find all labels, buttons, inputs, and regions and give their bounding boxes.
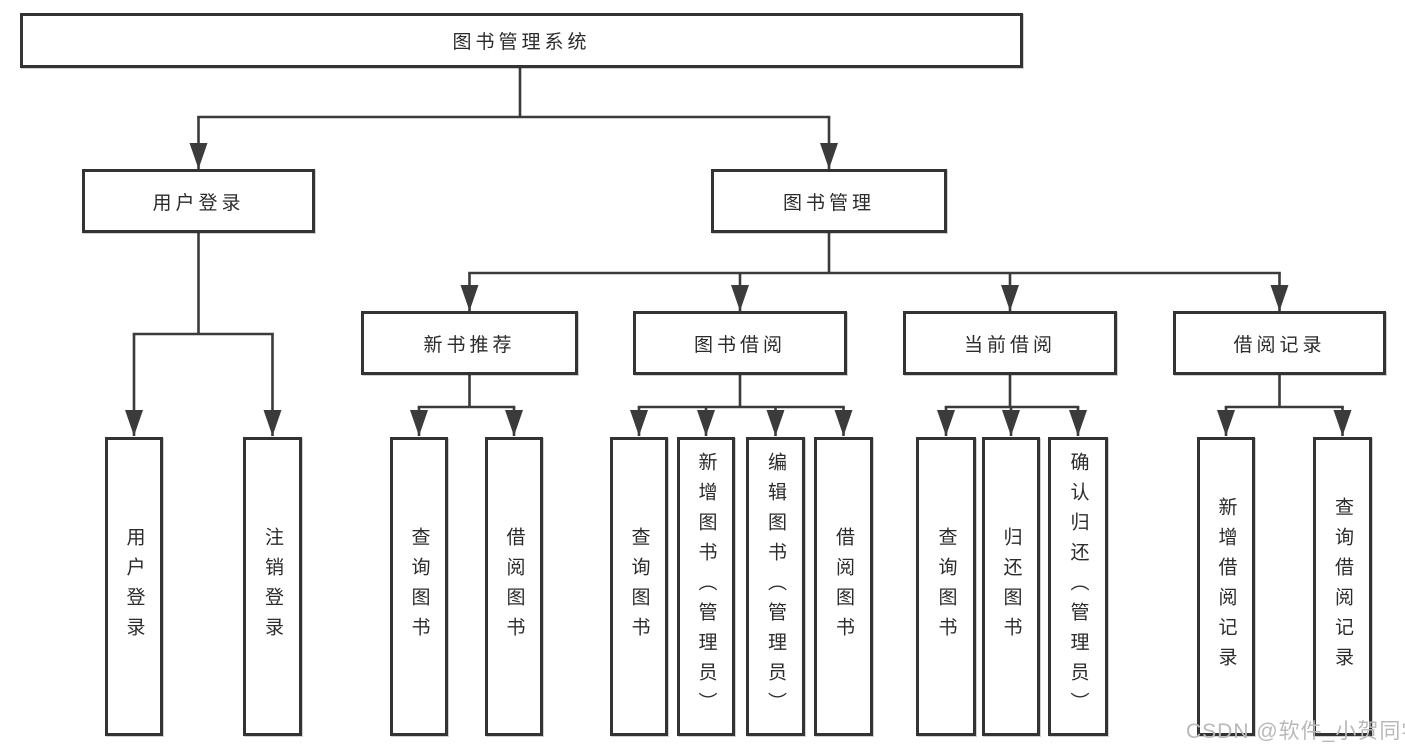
node-return-books: 归还图书 (982, 437, 1040, 736)
node-user-login-leaf-label: 用户登录 (123, 526, 145, 647)
node-edit-books-admin: 编辑图书（管理员） (746, 437, 805, 736)
node-edit-books-admin-label: 编辑图书（管理员） (765, 451, 786, 722)
node-query-books-1: 查询图书 (390, 437, 448, 736)
node-query-books-3-label: 查询图书 (935, 526, 957, 647)
node-book-management: 图书管理 (711, 169, 947, 233)
node-borrow-records: 借阅记录 (1173, 311, 1386, 375)
node-add-books-admin-label: 新增图书（管理员） (695, 451, 717, 722)
node-confirm-return-admin-label: 确认归还（管理员） (1067, 451, 1089, 722)
node-logout: 注销登录 (243, 437, 302, 736)
node-new-book-recommend: 新书推荐 (361, 311, 578, 375)
node-user-login-label: 用户登录 (152, 192, 245, 214)
node-current-borrowing: 当前借阅 (903, 311, 1117, 375)
node-borrow-records-label: 借阅记录 (1233, 334, 1326, 356)
node-add-borrow-record: 新增借阅记录 (1197, 437, 1255, 736)
node-user-login-leaf: 用户登录 (105, 437, 163, 736)
node-logout-label: 注销登录 (262, 526, 283, 647)
node-library-system: 图书管理系统 (20, 13, 1023, 68)
node-query-borrow-record-label: 查询借阅记录 (1332, 496, 1353, 677)
node-library-system-label: 图书管理系统 (452, 32, 591, 53)
node-query-books-3: 查询图书 (916, 437, 976, 736)
node-borrow-books-1-label: 借阅图书 (503, 526, 525, 647)
node-user-login: 用户登录 (82, 169, 315, 233)
node-new-book-recommend-label: 新书推荐 (423, 334, 516, 356)
node-query-borrow-record: 查询借阅记录 (1313, 437, 1372, 736)
node-query-books-1-label: 查询图书 (408, 526, 430, 647)
node-add-borrow-record-label: 新增借阅记录 (1215, 496, 1237, 677)
node-book-borrowing-label: 图书借阅 (693, 334, 786, 356)
node-query-books-2-label: 查询图书 (628, 526, 650, 647)
node-return-books-label: 归还图书 (1000, 526, 1022, 647)
node-borrow-books-1: 借阅图书 (485, 437, 543, 736)
node-current-borrowing-label: 当前借阅 (963, 334, 1056, 356)
node-query-books-2: 查询图书 (610, 437, 668, 736)
node-borrow-books-2: 借阅图书 (814, 437, 873, 736)
node-confirm-return-admin: 确认归还（管理员） (1048, 437, 1108, 736)
node-borrow-books-2-label: 借阅图书 (833, 526, 854, 647)
node-book-management-label: 图书管理 (782, 192, 875, 214)
watermark: CSDN @软件_小贺同学 (1186, 720, 1405, 743)
node-add-books-admin: 新增图书（管理员） (677, 437, 735, 736)
node-book-borrowing: 图书借阅 (633, 311, 847, 375)
